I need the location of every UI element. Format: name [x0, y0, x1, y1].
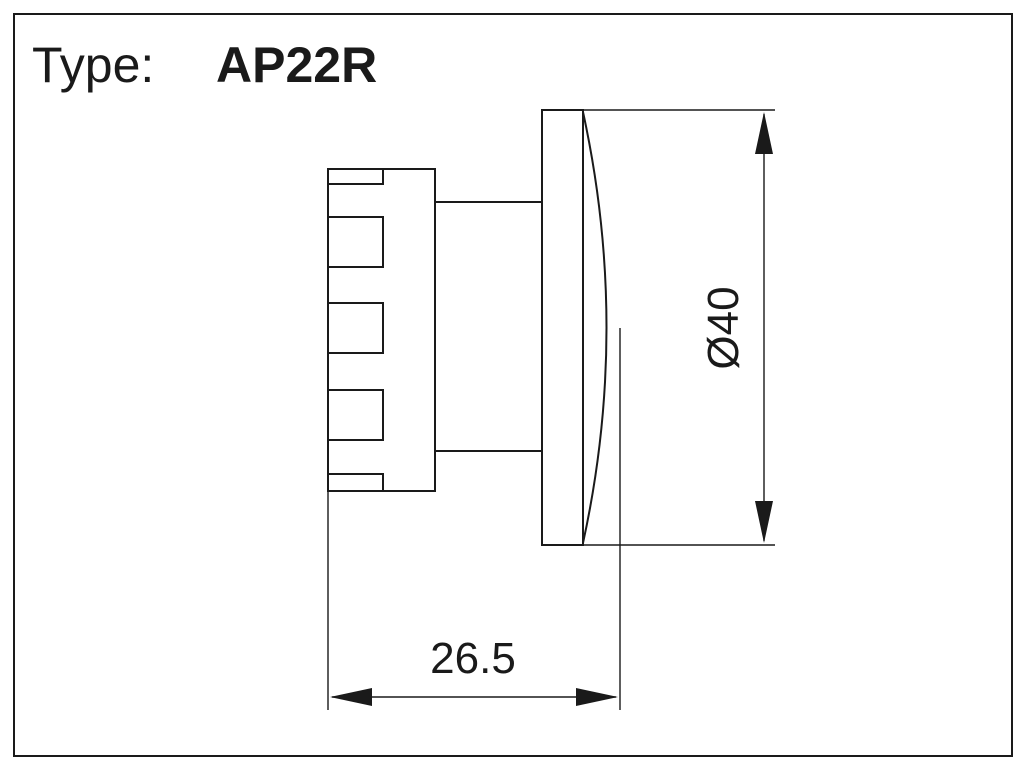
rear-slot-bottom [328, 473, 384, 491]
dome-lens [582, 111, 608, 544]
arrowheads [330, 112, 773, 706]
diameter-arrow-top [755, 112, 773, 154]
rear-tab-2 [327, 302, 384, 354]
diameter-arrow-bottom [755, 501, 773, 543]
drawing-frame [13, 13, 1013, 757]
rear-slot-top [328, 169, 384, 185]
length-dimension-text: 26.5 [430, 634, 516, 683]
dimension-lines [327, 109, 775, 710]
rear-tab-3 [327, 389, 384, 441]
length-arrow-left [330, 688, 372, 706]
type-value: AP22R [216, 37, 377, 93]
rear-tab-1 [327, 216, 384, 268]
part-outline [327, 109, 608, 546]
flange [541, 109, 584, 546]
length-arrow-right [576, 688, 618, 706]
type-label: Type: [32, 37, 154, 93]
diameter-dimension-text: Ø40 [699, 286, 748, 369]
